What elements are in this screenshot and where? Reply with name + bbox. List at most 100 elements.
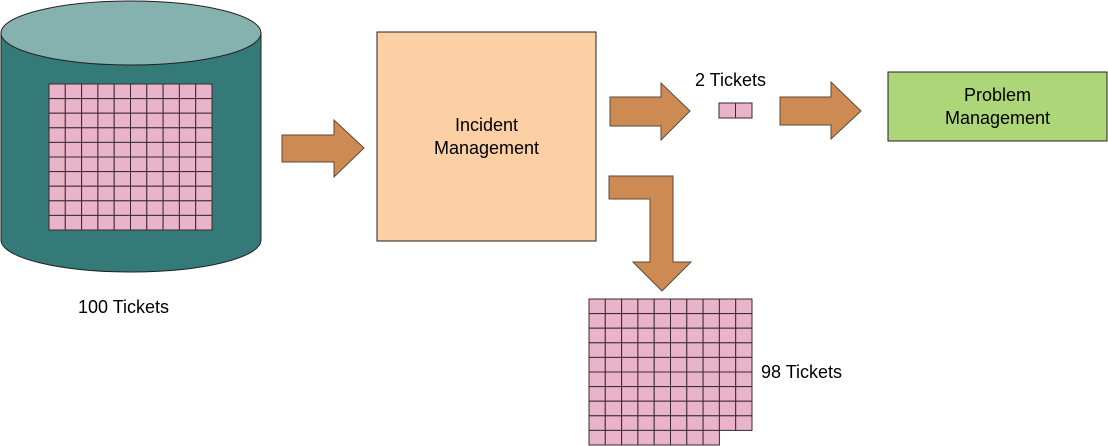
ticket-cell	[718, 400, 737, 417]
ticket-cell	[702, 342, 720, 358]
ticket-cell	[588, 400, 606, 417]
ticket-cell	[718, 371, 737, 388]
ticket-cell	[146, 200, 164, 216]
ticket-cell	[588, 356, 606, 373]
ticket-cell	[604, 386, 623, 402]
ticket-cell	[64, 185, 83, 202]
arrow-to-escalated	[609, 81, 691, 142]
ticket-cell	[48, 171, 66, 187]
ticket-cell	[113, 214, 131, 231]
ticket-cell	[670, 429, 688, 446]
ticket-cell	[670, 386, 688, 402]
ticket-cell	[604, 415, 623, 431]
ticket-cell	[637, 356, 655, 373]
ticket-cell	[670, 327, 688, 344]
ticket-cell	[735, 371, 753, 388]
ticket-cell	[146, 214, 164, 231]
ticket-cell	[686, 429, 704, 446]
ticket-cell	[702, 429, 720, 446]
ticket-cell	[604, 313, 623, 329]
ticket-cell	[81, 83, 99, 100]
ticket-cell	[653, 356, 672, 373]
ticket-cell	[686, 356, 704, 373]
ticket-cell	[81, 171, 99, 187]
ticket-cell	[588, 371, 606, 388]
ticket-cell	[130, 185, 148, 202]
ticket-cell	[718, 342, 737, 358]
ticket-cell	[621, 356, 639, 373]
ticket-cell	[653, 298, 672, 315]
ticket-cell	[48, 83, 66, 100]
ticket-cell	[64, 156, 83, 173]
ticket-cell	[178, 98, 197, 114]
ticket-cell	[178, 200, 197, 216]
ticket-cell	[97, 83, 115, 100]
ticket-cell	[637, 400, 655, 417]
ticket-cell	[686, 415, 704, 431]
ticket-cell	[702, 386, 720, 402]
ticket-cell	[637, 429, 655, 446]
problem-label-line2: Management	[944, 107, 1051, 128]
ticket-cell	[113, 171, 131, 187]
ticket-cell	[686, 386, 704, 402]
ticket-cell	[653, 327, 672, 344]
ticket-cell	[735, 415, 753, 431]
ticket-cell	[621, 415, 639, 431]
ticket-cell	[735, 342, 753, 358]
ticket-cell	[735, 327, 753, 344]
ticket-cell	[670, 298, 688, 315]
ticket-cell	[621, 342, 639, 358]
ticket-cell	[97, 185, 115, 202]
ticket-cell	[178, 83, 197, 100]
ticket-cell	[637, 313, 655, 329]
ticket-cell	[64, 98, 83, 114]
ticket-cell	[588, 342, 606, 358]
ticket-cell	[621, 313, 639, 329]
ticket-cell	[621, 429, 639, 446]
arrow-to-resolved	[608, 175, 693, 292]
ticket-cell	[81, 98, 99, 114]
ticket-cell	[178, 214, 197, 231]
ticket-cell	[588, 327, 606, 344]
ticket-cell	[195, 112, 213, 129]
ticket-cell	[48, 185, 66, 202]
ticket-cell	[670, 400, 688, 417]
ticket-cell	[735, 356, 753, 373]
ticket-cell	[653, 400, 672, 417]
ticket-cell	[97, 141, 115, 158]
ticket-cell	[113, 200, 131, 216]
ticket-cell	[130, 200, 148, 216]
ticket-cell	[178, 141, 197, 158]
ticket-cell	[637, 342, 655, 358]
ticket-cell	[113, 112, 131, 129]
ticket-cell	[162, 171, 180, 187]
ticket-cell	[48, 200, 66, 216]
ticket-cell	[130, 127, 148, 143]
ticket-cell	[588, 415, 606, 431]
ticket-cell	[146, 185, 164, 202]
escalated-ticket-count-label: 2 Tickets	[695, 70, 767, 90]
ticket-cell	[718, 102, 736, 119]
ticket-cell	[653, 415, 672, 431]
ticket-grid-source	[48, 83, 213, 231]
ticket-cell	[637, 386, 655, 402]
ticket-cell	[162, 156, 180, 173]
ticket-grid-resolved	[588, 298, 753, 446]
ticket-cell	[670, 356, 688, 373]
ticket-cell	[195, 200, 213, 216]
ticket-cell	[97, 98, 115, 114]
ticket-cell	[81, 112, 99, 129]
ticket-cell	[162, 112, 180, 129]
ticket-cell	[162, 127, 180, 143]
ticket-cell	[195, 185, 213, 202]
ticket-cell	[604, 342, 623, 358]
ticket-cell	[653, 342, 672, 358]
ticket-cell	[113, 185, 131, 202]
ticket-cell	[113, 83, 131, 100]
incident-label-line1: Incident	[454, 114, 519, 135]
ticket-cell	[97, 112, 115, 129]
ticket-cell	[621, 400, 639, 417]
ticket-cell	[604, 371, 623, 388]
ticket-cell	[130, 171, 148, 187]
